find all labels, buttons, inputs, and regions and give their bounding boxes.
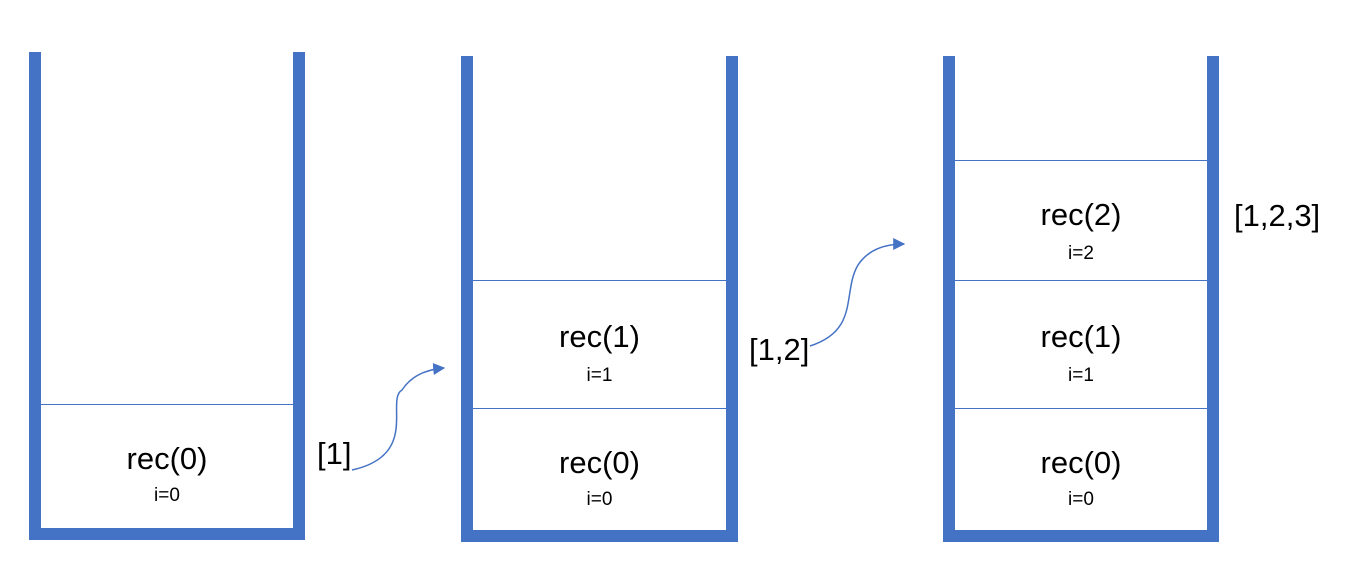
call-stack-1: rec(0) i=0 xyxy=(29,52,305,540)
stack-2-result: [1,2] xyxy=(749,332,810,367)
stack-right-wall xyxy=(1207,56,1219,542)
frame-name: rec(0) xyxy=(1040,445,1122,480)
stack-frame-rec1: rec(1) i=1 xyxy=(473,280,726,408)
frame-variable: i=0 xyxy=(1068,489,1094,510)
stack-right-wall xyxy=(726,56,738,542)
stack-left-wall xyxy=(29,52,41,540)
stack-right-wall xyxy=(293,52,305,540)
frame-name: rec(0) xyxy=(559,445,640,480)
frame-name: rec(1) xyxy=(559,319,640,354)
stack-bottom xyxy=(29,528,305,540)
frame-name: rec(1) xyxy=(1040,319,1122,354)
call-stack-2: rec(1) i=1 rec(0) i=0 xyxy=(461,56,738,542)
arrow-1-to-2 xyxy=(351,363,446,471)
stack-frame-rec1: rec(1) i=1 xyxy=(955,280,1207,408)
frame-variable: i=0 xyxy=(154,485,180,506)
arrow-2-to-3 xyxy=(809,238,906,347)
frame-variable: i=0 xyxy=(586,489,613,510)
stack-left-wall xyxy=(943,56,955,542)
stack-frame-rec0: rec(0) i=0 xyxy=(473,408,726,531)
stack-left-wall xyxy=(461,56,473,542)
stack-3-result: [1,2,3] xyxy=(1234,198,1321,233)
frame-variable: i=2 xyxy=(1068,243,1094,264)
stack-1-result: [1] xyxy=(317,436,352,471)
call-stack-3: rec(2) i=2 rec(1) i=1 rec(0) i=0 xyxy=(943,56,1219,542)
stack-bottom xyxy=(943,530,1219,542)
frame-variable: i=1 xyxy=(1068,365,1094,386)
stack-frame-rec0: rec(0) i=0 xyxy=(955,408,1207,531)
frame-name: rec(2) xyxy=(1040,197,1122,232)
stack-frame-rec0: rec(0) i=0 xyxy=(41,404,293,529)
frame-name: rec(0) xyxy=(126,441,208,476)
stack-frame-rec2: rec(2) i=2 xyxy=(955,160,1207,280)
stack-bottom xyxy=(461,530,738,542)
frame-variable: i=1 xyxy=(586,365,613,386)
